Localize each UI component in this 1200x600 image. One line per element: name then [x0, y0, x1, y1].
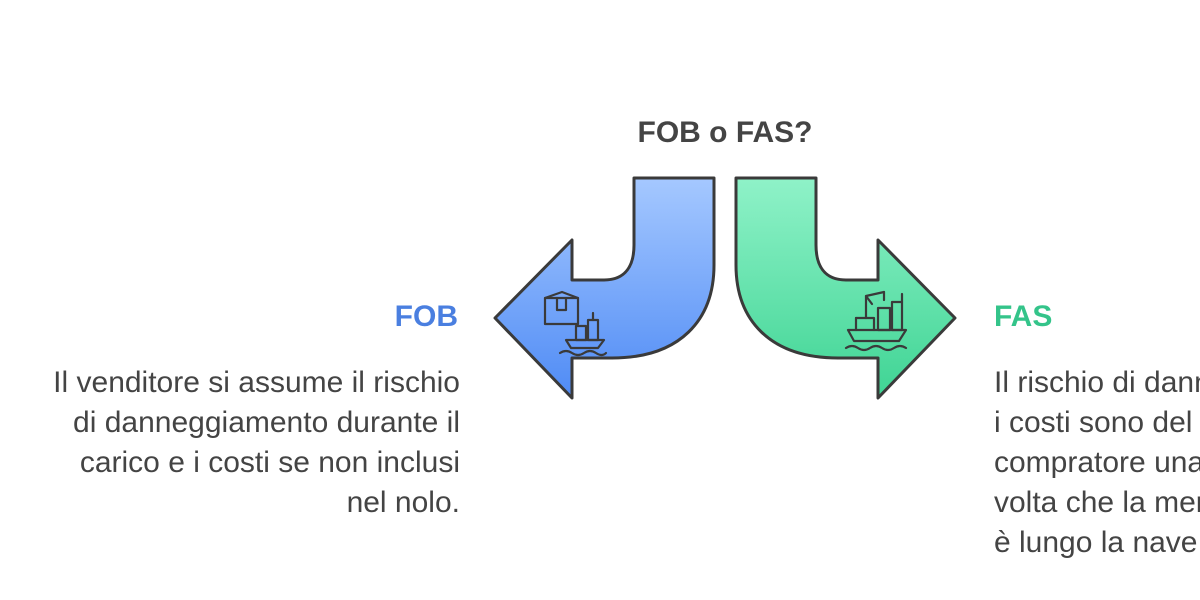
fas-label: FAS: [994, 300, 1053, 333]
diagram-title: FOB o FAS?: [637, 116, 813, 149]
fas-description: Il rischio di danni e i costi sono del c…: [994, 366, 1200, 559]
fas-arrow: [734, 176, 957, 400]
fob-arrow: [493, 176, 716, 400]
fob-description: Il venditore si assume il rischio di dan…: [53, 366, 460, 519]
cargo-ship-icon: [543, 290, 608, 357]
ship-crane-icon: [844, 290, 908, 352]
fob-label: FOB: [394, 300, 458, 333]
